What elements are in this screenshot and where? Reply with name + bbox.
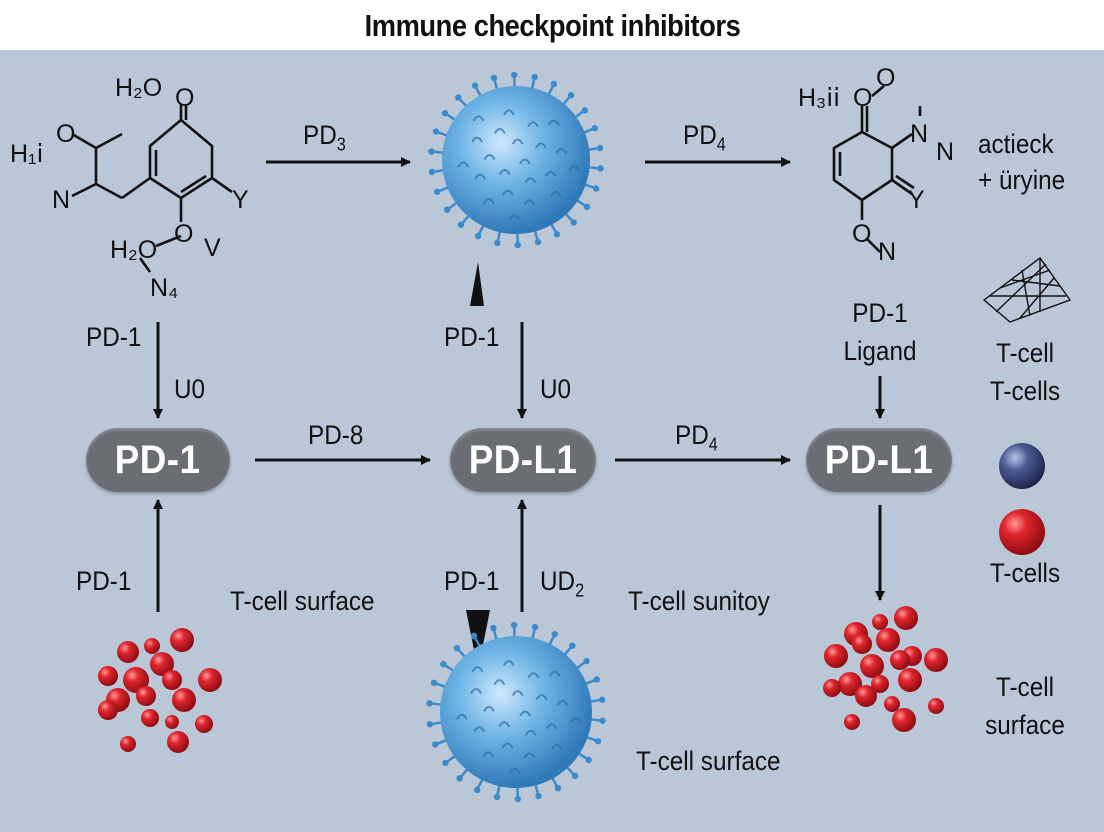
chem-left-y: Y [232, 186, 249, 214]
edge-tag-mid-up: UD2 [540, 566, 585, 601]
edge-label-mid-up: PD-1 [444, 566, 500, 596]
chem-right-n-top: N [910, 120, 928, 148]
chem-left-h2o-bottom: H₂O [110, 236, 157, 264]
chem-left-h-left: H₁ⅰ [10, 140, 43, 168]
annotation-actieck: actieck + üryine [978, 129, 1066, 195]
chem-structure-right [832, 85, 922, 253]
edge-tag-left-down: U0 [174, 374, 206, 404]
legend-label-surface: T-cell surface [985, 672, 1065, 740]
annotation-t-cell-surface-left: T-cell surface [230, 586, 375, 616]
annotation-t-cell-sunitoy: T-cell sunitoy [628, 586, 770, 616]
chem-left-v: V [204, 234, 221, 262]
node-pd-l1-right: PD-L1 [806, 428, 952, 492]
chem-right-h3: H₃ⅰⅰ [798, 84, 840, 112]
chem-labels-left: H₂O O H₁ⅰ O N Y O V H₂O N₄ [10, 74, 249, 302]
chem-left-o-mid: O [174, 220, 193, 248]
red-cell-cluster-right [823, 606, 948, 732]
chem-left-o-left: O [56, 120, 75, 148]
node-pd-1-label: PD-1 [115, 437, 201, 482]
legend-red-ball [999, 509, 1045, 555]
mesh-icon [982, 257, 1072, 323]
node-pd-l1-middle-label: PD-L1 [468, 437, 578, 482]
chem-left-n-left: N [52, 186, 70, 214]
node-pd-l1-middle: PD-L1 [450, 428, 596, 492]
chem-right-o-top: O [853, 84, 872, 112]
edge-tag-mid-down: U0 [540, 374, 572, 404]
edge-label-right-down: PD-1 Ligand [843, 298, 917, 366]
edge-label-mid-down: PD-1 [444, 322, 500, 352]
chem-left-o-top: O [175, 84, 194, 112]
edge-label-left-down: PD-1 [86, 322, 142, 352]
annotation-t-cell-surface-bottom: T-cell surface [636, 746, 781, 776]
chem-left-h2o-top: H₂O [115, 74, 162, 102]
chem-labels-right: H₃ⅰⅰ O O N N Y O N [798, 64, 954, 266]
virus-bottom-icon [426, 621, 606, 803]
chem-right-o-bottom: O [852, 220, 871, 248]
chem-structure-left [71, 104, 233, 273]
legend-label-tcells: T-cells [989, 558, 1061, 588]
chem-right-o-eq: O [876, 64, 895, 92]
wedge-upper [470, 262, 484, 306]
edge-label-pd4-middle: PD4 [675, 420, 718, 455]
edge-label-pd3: PD3 [303, 120, 346, 155]
wedge-lower [466, 610, 490, 670]
chem-right-y: Y [908, 186, 925, 214]
edge-label-left-up: PD-1 [76, 566, 132, 596]
title-bar: Immune checkpoint inhibitors [0, 0, 1104, 50]
chem-left-n4: N₄ [150, 274, 178, 302]
legend-label-tcell: T-cell T-cells [989, 338, 1061, 406]
edge-label-pd4-top: PD4 [683, 120, 726, 155]
chem-right-n-bottom: N [878, 238, 896, 266]
edge-label-pd8: PD-8 [308, 420, 364, 450]
red-cell-cluster-left [98, 628, 222, 753]
node-pd-1: PD-1 [86, 428, 230, 492]
diagram-title: Immune checkpoint inhibitors [364, 8, 740, 43]
node-pd-l1-right-label: PD-L1 [824, 437, 934, 482]
virus-top-icon [428, 71, 604, 249]
chem-right-n-right: N [936, 138, 954, 166]
legend-blue-ball [999, 443, 1045, 489]
